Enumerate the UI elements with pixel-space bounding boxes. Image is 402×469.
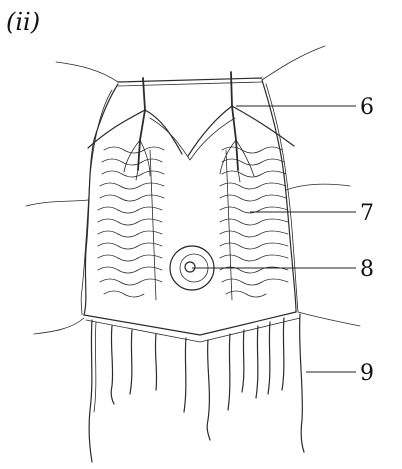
callout-6: 6 bbox=[360, 95, 374, 120]
callout-7: 7 bbox=[360, 201, 374, 226]
wavy-rows-left bbox=[98, 147, 164, 300]
leader-lines bbox=[192, 106, 356, 372]
branched-structures bbox=[88, 72, 294, 182]
outer-tendrils bbox=[26, 46, 360, 334]
wavy-rows-right bbox=[220, 147, 288, 300]
callout-8: 8 bbox=[360, 257, 374, 282]
body-outline bbox=[81, 78, 300, 342]
hanging-strands bbox=[89, 314, 304, 462]
callout-9: 9 bbox=[360, 361, 374, 386]
